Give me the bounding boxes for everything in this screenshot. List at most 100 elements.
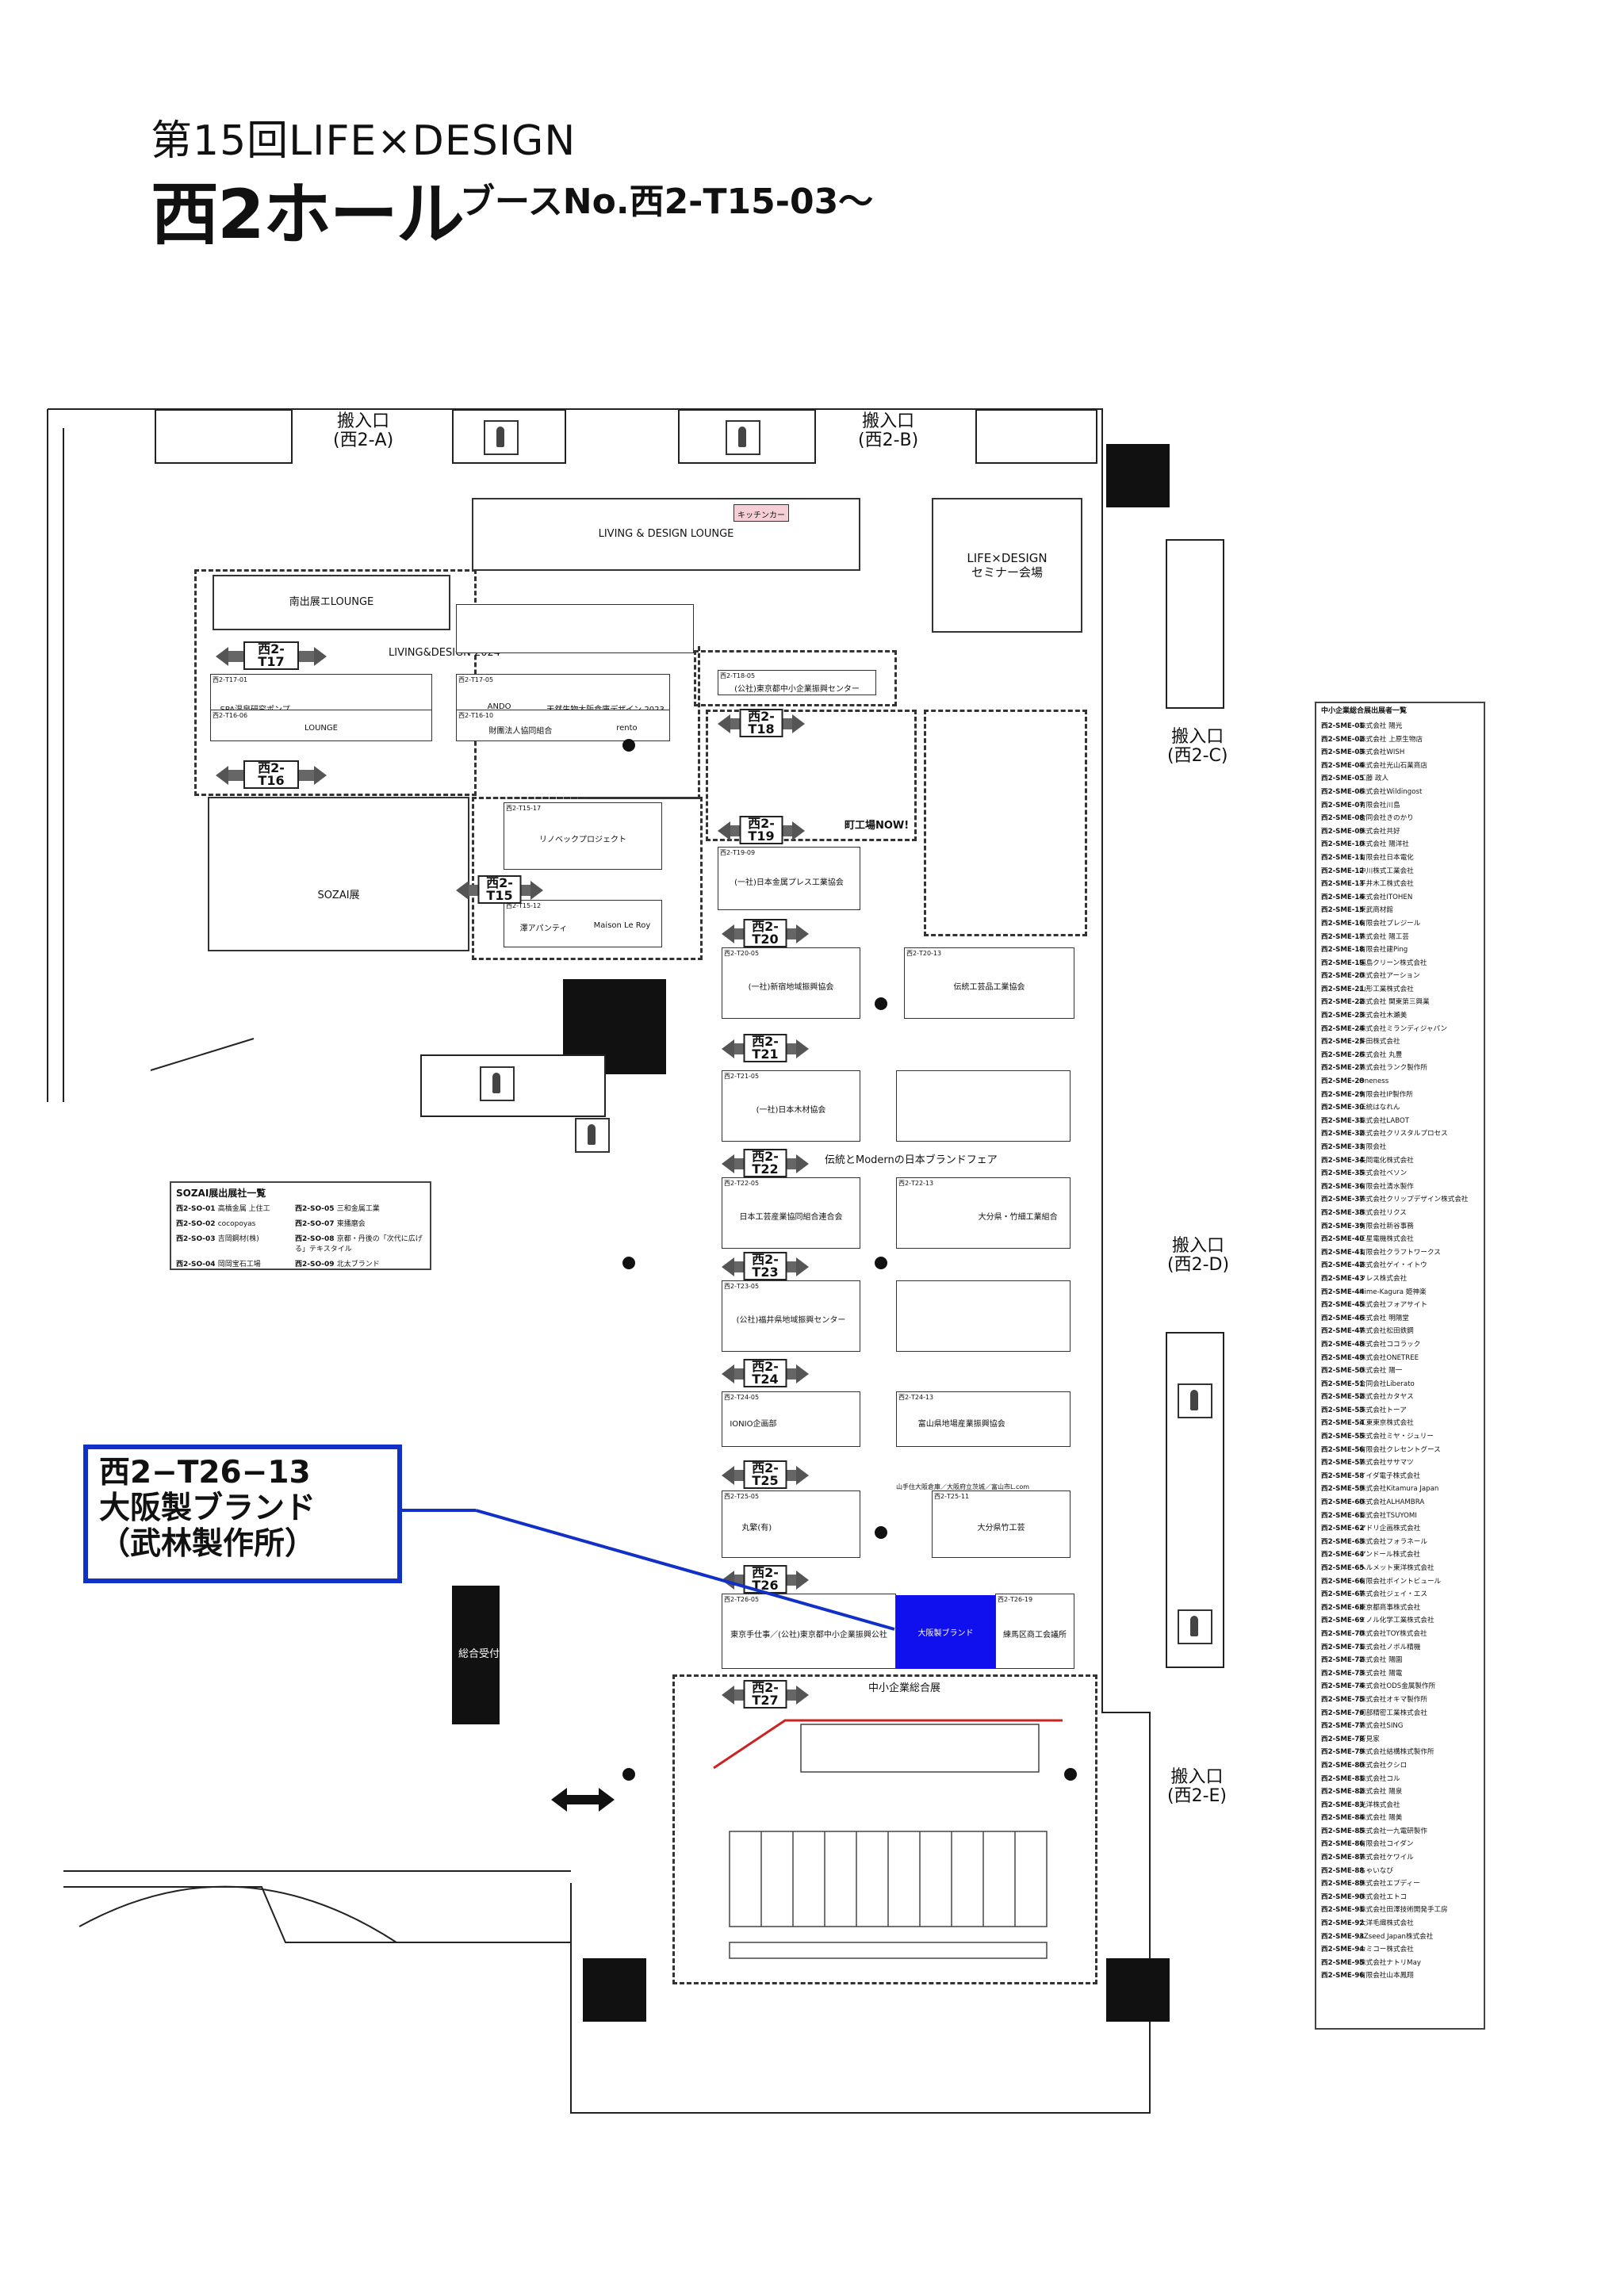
exhibitor-name: 芳見家	[1359, 1735, 1380, 1743]
exhibitor-name: 株式会社 陽美	[1359, 1814, 1403, 1823]
chusho-booth-grid	[713, 1719, 1063, 1959]
booth-block-t21-13	[896, 1070, 1071, 1142]
lounge-room: 南出展エLOUNGE	[213, 575, 450, 630]
exhibitor-name: 東武商材館	[1359, 906, 1393, 915]
exhibitor-code: 西2-SME-21	[1321, 985, 1365, 993]
exhibitor-name: 株式会社TSUYOMI	[1359, 1511, 1417, 1520]
exhibitor-code: 西2-SME-16	[1321, 919, 1365, 928]
toilet-icon	[484, 420, 519, 455]
osaka-header: 山手住大阪倉庫／大阪府立茨城／富山市L.com	[896, 1483, 1030, 1490]
exhibitor-code: 西2-SME-54	[1321, 1419, 1365, 1428]
exhibitor-code: 西2-SME-04	[1321, 761, 1365, 770]
exhibitor-name: Hime-Kagura 姫神楽	[1359, 1288, 1427, 1296]
exhibitor-code: 西2-SME-46	[1321, 1314, 1365, 1322]
exhibitor-name: 株式会社クリスタルプロセス	[1359, 1130, 1448, 1138]
exhibitor-name: ミノル化学工業株式会社	[1359, 1617, 1434, 1625]
exhibitor-code: 西2-SME-74	[1321, 1682, 1365, 1691]
exhibitor-code: 西2-SME-93	[1321, 1932, 1365, 1941]
exhibitor-name: 株式会社オキマ製作所	[1359, 1695, 1427, 1704]
column-dot	[875, 1257, 887, 1269]
exhibitor-name: 光洋株式会社	[1359, 1800, 1400, 1809]
reception-block	[452, 1586, 500, 1724]
exhibitor-code: 西2-SME-80	[1321, 1761, 1365, 1770]
exhibitor-name: 株式会社エプディー	[1359, 1880, 1420, 1888]
exhibitor-code: 西2-SME-28	[1321, 1077, 1365, 1086]
exhibitor-name: 井田株式会社	[1359, 1038, 1400, 1047]
t18-top-zone	[694, 650, 897, 706]
exhibitor-code: 西2-SME-57	[1321, 1459, 1365, 1468]
booth-t20-05: 西2-T20-05(一社)新宿地域振興協会	[722, 947, 860, 1019]
callout-booth-number: 西2−T26−13	[99, 1455, 311, 1490]
exhibitor-name: 株式会社ジェイ・エス	[1359, 1590, 1427, 1599]
exhibitor-name: 株式会社 陽泉	[1359, 1788, 1403, 1797]
exhibitor-name: 有限会社山本鳳翔	[1359, 1972, 1414, 1980]
exhibitor-name: 株式会社 陽工芸	[1359, 932, 1409, 941]
sozai-name: 東播磨会	[336, 1220, 366, 1228]
highlight-booth-t26-13[interactable]: 大阪製ブランド	[896, 1595, 995, 1669]
exhibitor-name: 株式会社ケワイル	[1359, 1854, 1414, 1862]
exhibitor-name: 福島クリーン株式会社	[1359, 959, 1427, 967]
exhibitor-name: 株式会社Kitamura Japan	[1359, 1485, 1439, 1494]
exhibitor-name: 山形工業株式会社	[1359, 985, 1414, 993]
exhibitor-code: 西2-SME-78	[1321, 1735, 1365, 1743]
toilet-icon	[726, 420, 760, 455]
exhibitor-code: 西2-SME-56	[1321, 1445, 1365, 1454]
pillar-block	[1106, 1958, 1170, 2022]
exhibitor-code: 西2-SME-39	[1321, 1222, 1365, 1230]
exhibitor-name: 長岡電化株式会社	[1359, 1156, 1414, 1165]
exhibitor-name: 株式会社共好	[1359, 827, 1400, 836]
exhibitor-name: 株式会社 上原生物店	[1359, 735, 1423, 744]
seminar-room: LIFE×DESIGN セミナー会場	[932, 498, 1082, 633]
exhibitor-name: 株式会社クシロ	[1359, 1761, 1408, 1770]
exhibitor-code: 西2-SME-94	[1321, 1946, 1365, 1954]
entrance-west2-a: 搬入口 (西2-A)	[333, 411, 394, 451]
aisle-t25: 西2-T25	[722, 1460, 809, 1489]
exhibitor-code: 西2-SME-34	[1321, 1156, 1365, 1165]
exhibitor-name: 株式会社 陽園	[1359, 1656, 1403, 1665]
aisle-t15: 西2-T15	[456, 875, 543, 904]
exhibitor-name: 株式会社ナトリMay	[1359, 1958, 1421, 1967]
aisle-t26: 西2-T26	[722, 1565, 809, 1594]
exhibitor-code: 西2-SME-95	[1321, 1958, 1365, 1967]
exhibitor-name: 大洋毛織株式会社	[1359, 1919, 1414, 1928]
exhibitor-name: ちゃいなび	[1359, 1866, 1393, 1875]
exhibitor-name: 株式会社LABOT	[1359, 1116, 1409, 1125]
double-arrow-icon	[551, 1788, 615, 1812]
sozai-list-item: 西2-SO-03 吉岡鋼材(株)	[176, 1233, 295, 1253]
exhibitor-name: マドリ企画株式会社	[1359, 1525, 1421, 1533]
exhibitor-name: 伝統はなれん	[1359, 1104, 1400, 1112]
exhibitor-name: 株式会社クリップデザイン株式会社	[1359, 1196, 1469, 1204]
toilet-icon	[1178, 1609, 1212, 1644]
aisle-t21: 西2-T21	[722, 1034, 809, 1062]
exhibitor-code: 西2-SME-51	[1321, 1380, 1365, 1388]
